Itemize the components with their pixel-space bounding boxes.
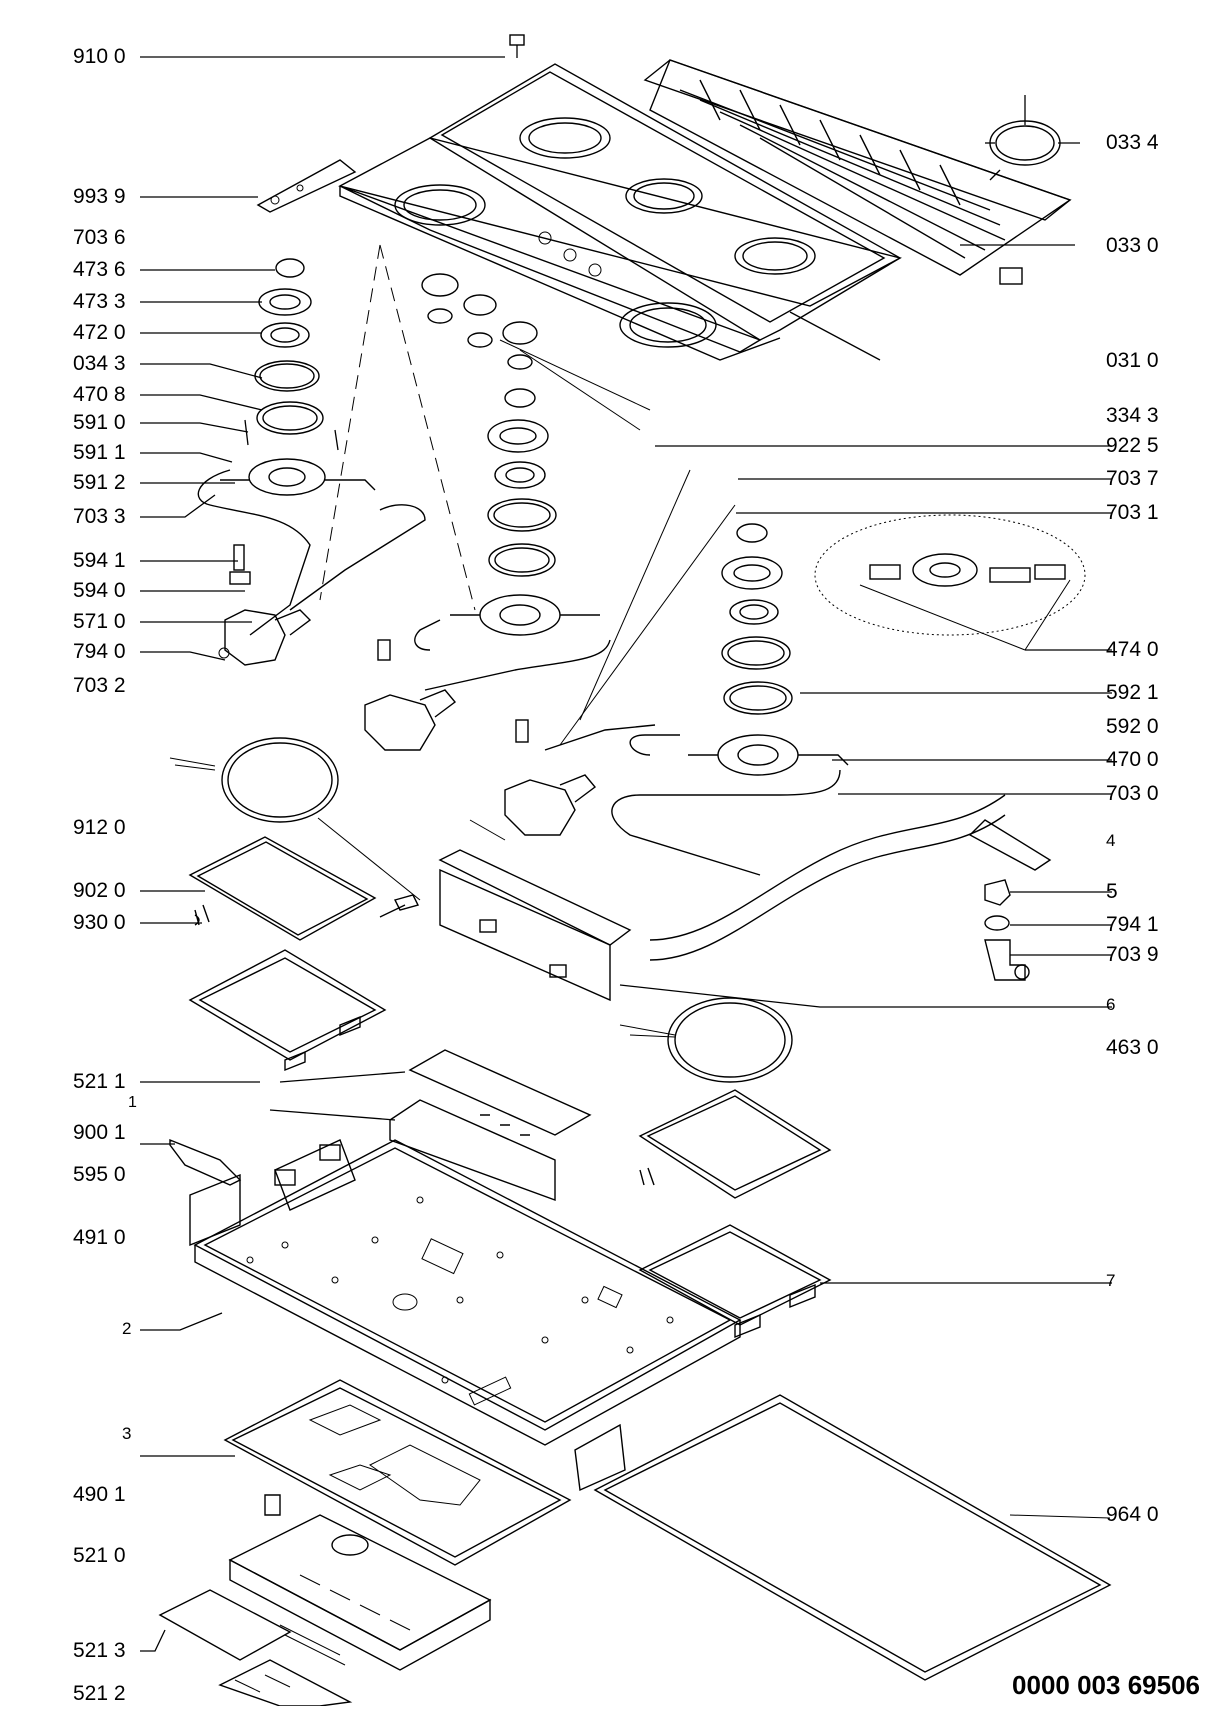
left-burner-stack bbox=[197, 258, 426, 636]
label-2: 2 bbox=[122, 1319, 132, 1338]
label-031-0: 031 0 bbox=[1106, 349, 1159, 372]
bottom-cover bbox=[223, 1379, 572, 1566]
label-703-0: 703 0 bbox=[1106, 782, 1159, 805]
label-033-4: 033 4 bbox=[1106, 131, 1159, 154]
label-703-6: 703 6 bbox=[73, 226, 126, 249]
label-591-1: 591 1 bbox=[73, 441, 126, 464]
label-703-9: 703 9 bbox=[1106, 943, 1159, 966]
label-5: 5 bbox=[1106, 880, 1118, 903]
support-plates-left bbox=[188, 836, 387, 1072]
label-703-3: 703 3 bbox=[73, 505, 126, 528]
pan-support-grid bbox=[643, 59, 1075, 285]
label-033-0: 033 0 bbox=[1106, 234, 1159, 257]
label-473-6: 473 6 bbox=[73, 258, 126, 281]
document-number: 0000 003 69506 bbox=[1012, 1670, 1200, 1700]
label-470-0: 470 0 bbox=[1106, 748, 1159, 771]
electronics-housing bbox=[158, 1514, 492, 1707]
center-valve bbox=[364, 639, 457, 751]
label-470-8: 470 8 bbox=[73, 383, 126, 406]
cooktop-top-plate bbox=[338, 63, 902, 361]
label-703-1: 703 1 bbox=[1106, 501, 1159, 524]
bracket-993 bbox=[256, 159, 357, 213]
hotplate-left bbox=[169, 737, 421, 918]
label-922-5: 922 5 bbox=[1106, 434, 1159, 457]
center-caps bbox=[421, 273, 538, 370]
label-594-1: 594 1 bbox=[73, 549, 126, 572]
label-794-0: 794 0 bbox=[73, 640, 126, 663]
center-burner-stack bbox=[414, 388, 611, 691]
label-034-3: 034 3 bbox=[73, 352, 126, 375]
label-490-1: 490 1 bbox=[73, 1483, 126, 1506]
label-7: 7 bbox=[1106, 1271, 1116, 1290]
right-burner-stack bbox=[611, 523, 849, 876]
label-591-0: 591 0 bbox=[73, 411, 126, 434]
label-334-3: 334 3 bbox=[1106, 404, 1159, 427]
label-930-0: 930 0 bbox=[73, 911, 126, 934]
leader-lines bbox=[140, 56, 1112, 1652]
label-703-2: 703 2 bbox=[73, 674, 126, 697]
guide-lines bbox=[319, 244, 736, 746]
label-521-3: 521 3 bbox=[73, 1639, 126, 1662]
label-521-1: 521 1 bbox=[73, 1070, 126, 1093]
label-595-0: 595 0 bbox=[73, 1163, 126, 1186]
hotplate-right bbox=[619, 997, 793, 1083]
label-491-0: 491 0 bbox=[73, 1226, 126, 1249]
label-592-1: 592 1 bbox=[1106, 681, 1159, 704]
label-4: 4 bbox=[1106, 831, 1116, 850]
label-521-0: 521 0 bbox=[73, 1544, 126, 1567]
cover-sheet bbox=[593, 1394, 1112, 1681]
label-993-9: 993 9 bbox=[73, 185, 126, 208]
detail-inset bbox=[814, 514, 1086, 651]
label-902-0: 902 0 bbox=[73, 879, 126, 902]
label-472-0: 472 0 bbox=[73, 321, 126, 344]
base-tray bbox=[189, 1139, 742, 1492]
label-474-0: 474 0 bbox=[1106, 638, 1159, 661]
label-521-2: 521 2 bbox=[73, 1682, 126, 1705]
trim-and-igniter bbox=[169, 1138, 356, 1211]
label-473-3: 473 3 bbox=[73, 290, 126, 313]
label-794-1: 794 1 bbox=[1106, 913, 1159, 936]
support-plates-right bbox=[638, 1089, 832, 1339]
label-6: 6 bbox=[1106, 995, 1116, 1014]
screw-910 bbox=[509, 34, 525, 58]
label-910-0: 910 0 bbox=[73, 45, 126, 68]
label-592-0: 592 0 bbox=[1106, 715, 1159, 738]
connector-parts bbox=[984, 879, 1030, 981]
label-594-0: 594 0 bbox=[73, 579, 126, 602]
label-964-0: 964 0 bbox=[1106, 1503, 1159, 1526]
label-912-0: 912 0 bbox=[73, 816, 126, 839]
label-591-2: 591 2 bbox=[73, 471, 126, 494]
clip-490 bbox=[264, 1494, 281, 1516]
label-900-1: 900 1 bbox=[73, 1121, 126, 1144]
label-703-7: 703 7 bbox=[1106, 467, 1159, 490]
label-3: 3 bbox=[122, 1424, 132, 1443]
left-valve bbox=[218, 544, 312, 666]
control-strip bbox=[389, 1049, 592, 1201]
label-571-0: 571 0 bbox=[73, 610, 126, 633]
label-1: 1 bbox=[128, 1094, 137, 1111]
wok-ring bbox=[985, 95, 1061, 181]
label-463-0: 463 0 bbox=[1106, 1036, 1159, 1059]
gas-manifold bbox=[438, 794, 1052, 1002]
right-valve bbox=[504, 719, 656, 836]
